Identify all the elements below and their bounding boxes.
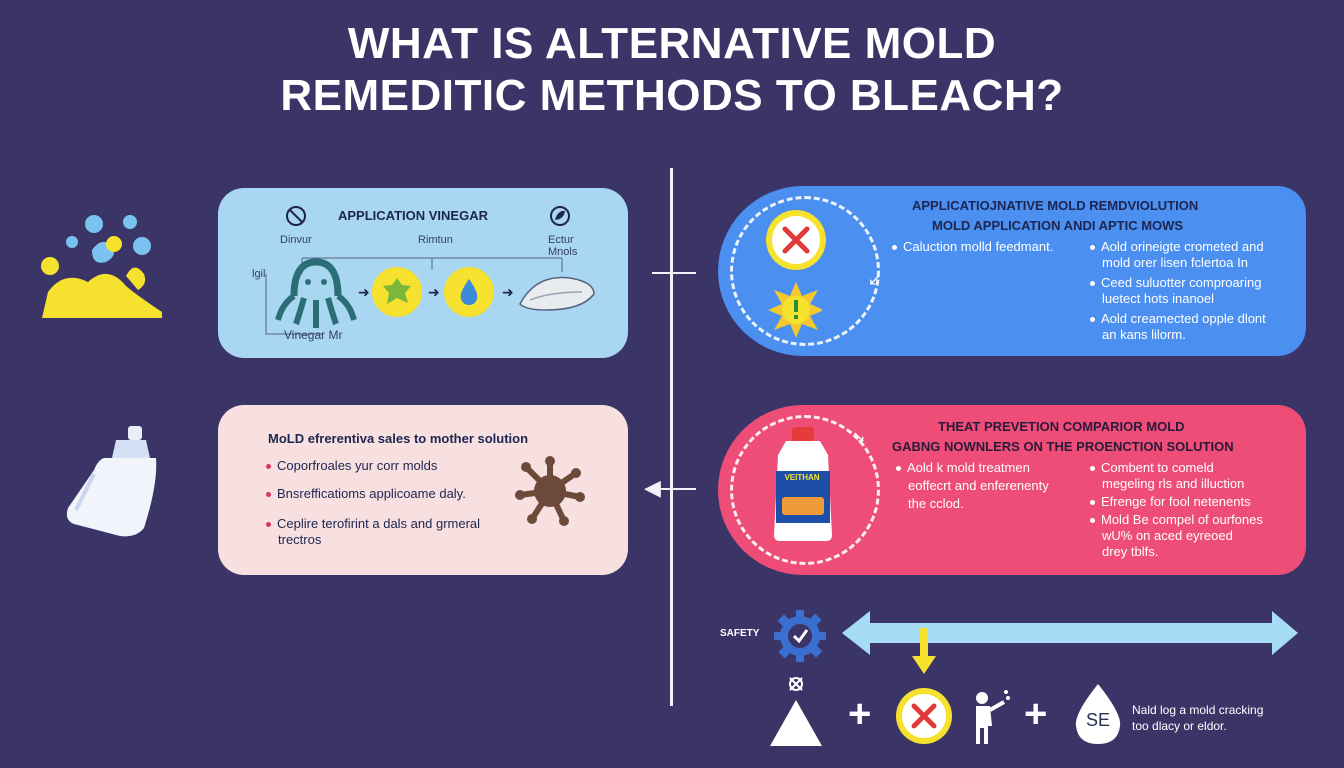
alt-col1-bullet-1: Caluction molld feedmant.	[892, 238, 1053, 255]
mother-solution-panel: MoLD efrerentiva sales to mother solutio…	[218, 405, 628, 575]
prev-col1-bullet-1: Aold k mold treatmen	[896, 459, 1030, 476]
warning-sun-icon	[766, 282, 822, 338]
dashed-ring	[730, 415, 880, 565]
alt-col2-bullet-1-cont: mold orer lisen fclertoa In	[1102, 255, 1248, 270]
bottle-label: VEITHAN	[784, 473, 820, 482]
bullet-dot	[896, 466, 901, 472]
prev-col2-tail: drey tblfs.	[1102, 544, 1159, 559]
mother-bullet-3-continued: trectros	[278, 532, 322, 547]
prev-col2-cont-3: wU% on aced eyreoed	[1102, 528, 1233, 543]
drop-se-icon: SE	[1072, 682, 1124, 746]
x-mark-icon	[896, 688, 952, 744]
safety-label: SAFETY	[720, 628, 760, 639]
curved-arrow-icon: ↘	[852, 429, 866, 446]
mold-spot-icon	[372, 267, 422, 317]
prev-col1-cont-1: eoffecrt and enferenenty	[908, 478, 1049, 493]
vinegar-label-d: Mnols	[548, 246, 578, 258]
timeline-tick	[652, 272, 696, 274]
mother-bullet-1: Coporfroales yur corr molds	[266, 457, 437, 474]
bullet-dot	[892, 245, 897, 251]
plus-icon: +	[848, 692, 872, 736]
prev-col2-bullet-3: Mold Be compel of ourfones	[1090, 511, 1263, 528]
mother-bullet-2: Bnsrefficatioms applicoame daly.	[266, 485, 466, 502]
vinegar-label-c: Ectur	[548, 234, 574, 246]
mold-spore-icon	[515, 456, 585, 526]
prev-col2-cont-1: megeling rls and illuction	[1102, 476, 1245, 491]
alt-panel-title-2: MOLD APPLICATION ANDI APTIC MOWS	[932, 218, 1184, 233]
alt-col2-bullet-3-cont: an kans lilorm.	[1102, 327, 1186, 342]
no-symbol-icon	[286, 206, 306, 226]
prev-col1-cont-2: the cclod.	[908, 496, 964, 511]
prev-panel-title-2: GABNG NOWNLERS ON THE PROENCTION SOLUTIO…	[892, 439, 1234, 454]
alt-col2-bullet-3: Aold creamected opple dlont	[1090, 310, 1266, 327]
arrow-right-icon: ➜	[358, 284, 370, 300]
bottom-note-line-1: Nald log a mold cracking	[1132, 703, 1264, 717]
bullet-dot	[1090, 245, 1095, 251]
center-timeline	[670, 168, 673, 706]
bullet-dot	[1090, 466, 1095, 472]
water-drop-icon	[444, 267, 494, 317]
bullet-dot	[1090, 518, 1095, 524]
plus-icon: +	[1024, 692, 1048, 736]
x-mark-icon	[766, 210, 826, 270]
mold-splash-icon	[41, 215, 162, 318]
curved-arrow-icon: ↙	[868, 272, 882, 289]
down-arrow-icon	[912, 628, 936, 674]
mother-panel-title: MoLD efrerentiva sales to mother solutio…	[268, 431, 529, 446]
bullet-dot	[1090, 500, 1095, 506]
bleach-bottle-icon	[774, 427, 832, 541]
pyramid-icon	[770, 677, 822, 746]
arrow-right-icon: ➜	[428, 284, 440, 300]
spray-bottle-icon	[66, 426, 157, 537]
arrow-right-icon: ➜	[502, 284, 514, 300]
page-title: WHAT IS ALTERNATIVE MOLD REMEDITIC METHO…	[0, 18, 1344, 122]
left-arrow-icon: ◀	[644, 475, 661, 500]
se-label: SE	[1085, 710, 1110, 730]
alt-panel-title-1: APPLICATIOJNATIVE MOLD REMDVIOLUTION	[912, 198, 1199, 213]
dashed-ring	[730, 196, 880, 346]
bullet-dot	[1090, 281, 1095, 287]
vinegar-side-label: lgil	[252, 268, 266, 280]
alt-col2-bullet-2: Ceed suluotter comproaring	[1090, 274, 1261, 291]
cleaned-surface-icon	[519, 276, 595, 311]
mother-bullet-3: Ceplire terofirint a dals and grmeral	[266, 515, 480, 532]
gear-icon	[774, 610, 826, 662]
alt-col2-bullet-2-cont: luetect hots inanoel	[1102, 291, 1215, 306]
vinegar-caption: Vinegar Mr	[284, 328, 343, 342]
prevention-comparison-panel: VEITHAN ↘ THEAT PREVETION COMPARIOR MOLD…	[718, 405, 1306, 575]
bullet-dot	[266, 464, 271, 470]
bullet-dot	[266, 522, 271, 528]
vinegar-panel-title: APPLICATION VINEGAR	[338, 208, 488, 223]
prev-panel-title-1: THEAT PREVETION COMPARIOR MOLD	[938, 419, 1185, 434]
timeline-tick	[652, 488, 696, 490]
vinegar-application-panel: APPLICATION VINEGAR Dinvur Rimtun Ectur …	[218, 188, 628, 358]
vinegar-label-b: Rimtun	[418, 234, 453, 246]
person-spraying-icon	[976, 690, 1010, 744]
title-line-1: WHAT IS ALTERNATIVE MOLD	[347, 19, 997, 68]
double-arrow-bar	[842, 611, 1298, 655]
title-line-2: REMEDITIC METHODS TO BLEACH?	[280, 71, 1064, 120]
bullet-dot	[1090, 317, 1095, 323]
prev-col2-bullet-2: Efrenge for fool netenents	[1090, 493, 1251, 510]
bottom-note-line-2: too dlacy or eldor.	[1132, 719, 1227, 733]
bullet-dot	[266, 492, 271, 498]
alt-col2-bullet-1: Aold orineigte crometed and	[1090, 238, 1264, 255]
mold-creature-icon	[275, 258, 357, 328]
bottom-note: Nald log a mold cracking too dlacy or el…	[1132, 702, 1263, 734]
leaf-badge-icon	[550, 206, 570, 226]
prev-col2-bullet-1: Combent to comeld	[1090, 459, 1214, 476]
alternative-methods-panel: ↙ APPLICATIOJNATIVE MOLD REMDVIOLUTION M…	[718, 186, 1306, 356]
vinegar-label-a: Dinvur	[280, 234, 312, 246]
